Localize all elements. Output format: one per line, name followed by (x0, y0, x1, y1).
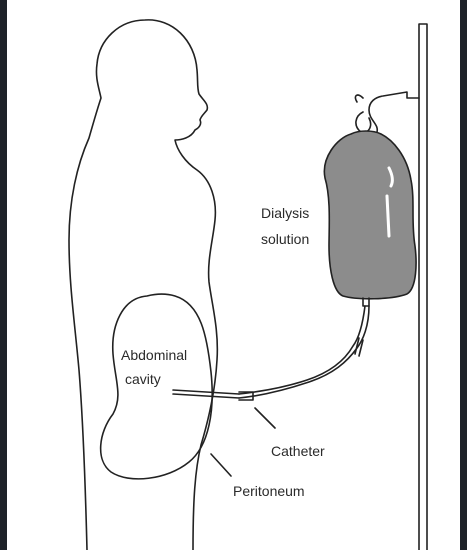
body-outline (69, 20, 217, 550)
pole-hanger (355, 92, 419, 137)
abdominal-label-2: cavity (125, 371, 161, 387)
bag-clip (356, 112, 371, 132)
peritoneum-pointer (211, 454, 231, 476)
catheter-pointer (255, 408, 275, 428)
peritoneum-label: Peritoneum (233, 483, 305, 499)
diagram-canvas: Dialysis solution Abdominal cavity Cathe… (7, 0, 460, 550)
tubing (239, 306, 369, 398)
abdominal-label-1: Abdominal (121, 347, 187, 363)
dialysis-bag (324, 131, 416, 299)
dialysis-label-1: Dialysis (261, 205, 309, 221)
catheter-label: Catheter (271, 443, 325, 459)
iv-pole (419, 24, 427, 550)
dialysis-diagram: Dialysis solution Abdominal cavity Cathe… (7, 0, 460, 550)
dialysis-label-2: solution (261, 231, 309, 247)
